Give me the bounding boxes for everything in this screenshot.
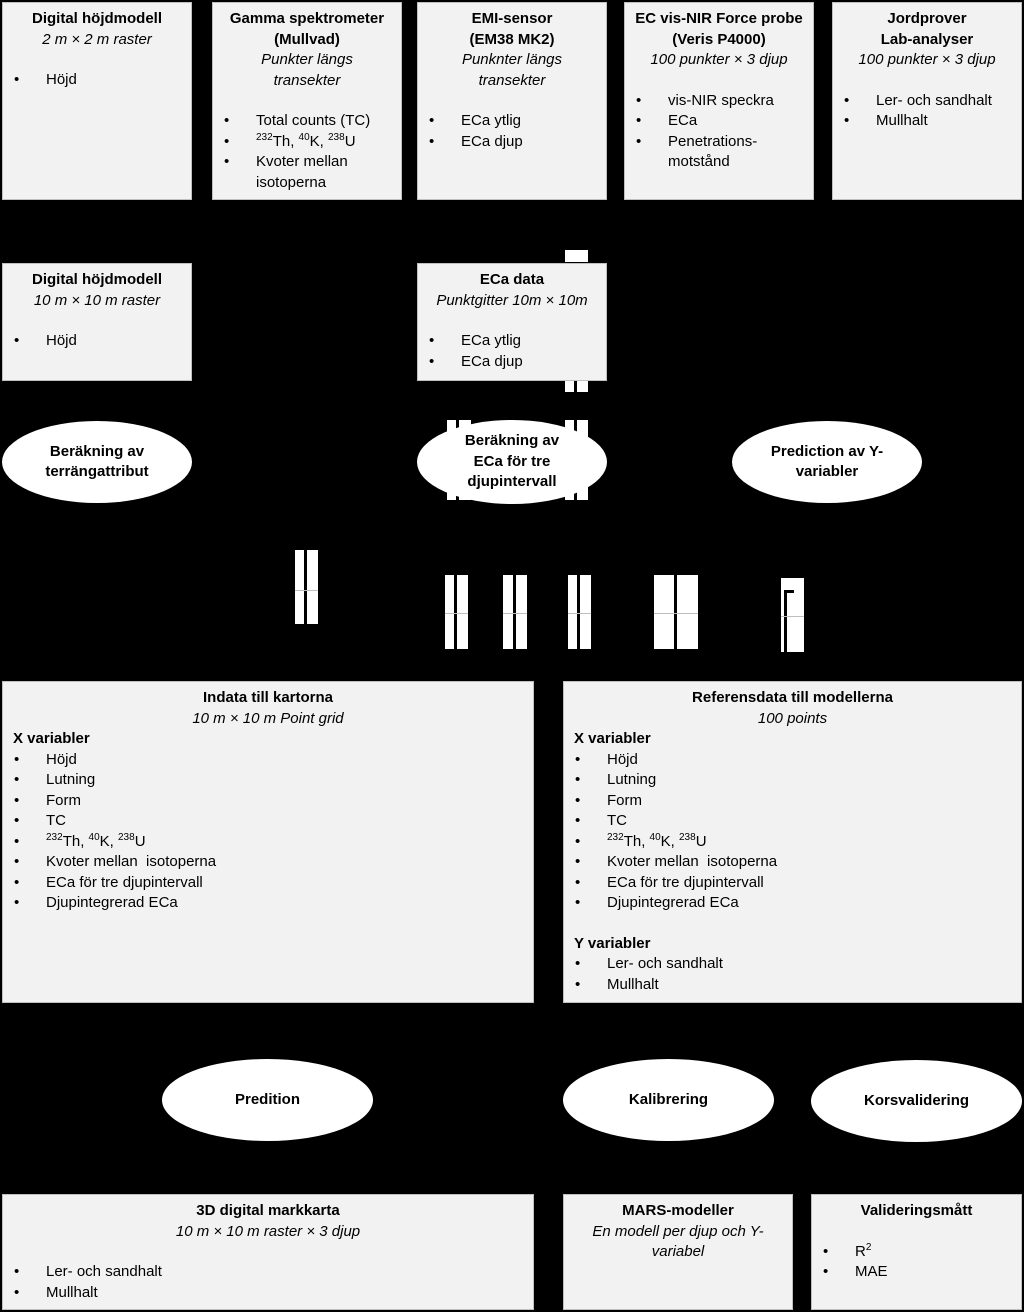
list-item: Höjd [13, 70, 181, 91]
list-item: Kvoter mellan isotoperna [574, 852, 1011, 873]
box-subtitle: transekter [478, 71, 546, 89]
list-item: TC [13, 811, 523, 832]
connector-stub [565, 380, 588, 392]
list-item-r2: R2 [822, 1242, 1011, 1263]
list-item: TC [574, 811, 1011, 832]
connector-stub [445, 575, 468, 649]
box-mars-modeller: MARS-modeller En modell per djup och Y- … [563, 1194, 793, 1310]
list-item: Lutning [13, 770, 523, 791]
box-indata: Indata till kartorna 10 m × 10 m Point g… [2, 681, 534, 1003]
box-title: Digital höjdmodell [32, 10, 162, 27]
box-title: Gamma spektrometer [229, 10, 385, 27]
oval-predition: Predition [162, 1059, 373, 1141]
box-emi-sensor: EMI-sensor (EM38 MK2) Punknter längs tra… [417, 2, 607, 200]
box-dem-10m: Digital höjdmodell 10 m × 10 m raster Hö… [2, 263, 192, 381]
list-item: Kvoter mellan isotoperna [13, 852, 523, 873]
list-item: Penetrations-motstånd [635, 132, 803, 173]
list-item: Djupintegrerad ECa [574, 893, 1011, 914]
list-item: ECa [635, 111, 803, 132]
list-item: Lutning [574, 770, 1011, 791]
list-item: ECa djup [428, 132, 596, 153]
connector-stub [654, 575, 698, 649]
box-markkarta: 3D digital markkarta 10 m × 10 m raster … [2, 1194, 534, 1310]
list-item: Form [574, 791, 1011, 812]
box-subtitle: 100 punkter × 3 djup [858, 51, 996, 68]
box-subtitle: 2 m × 2 m raster [42, 30, 152, 48]
box-subtitle: 100 points [757, 709, 828, 727]
box-subtitle: 10 m × 10 m raster [33, 291, 161, 309]
list-item: Mullhalt [574, 975, 1011, 996]
list-item: MAE [822, 1262, 1011, 1283]
list-item: ECa djup [428, 352, 596, 373]
box-title: EC vis-NIR Force probe [635, 10, 803, 27]
list-item: Djupintegrerad ECa [13, 893, 523, 914]
list-item: ECa för tre djupintervall [574, 873, 1011, 894]
box-title: (EM38 MK2) [469, 30, 555, 48]
box-gamma-spektrometer: Gamma spektrometer (Mullvad) Punkter län… [212, 2, 402, 200]
list-item: Ler- och sandhalt [13, 1262, 523, 1283]
box-valideringsmatt: Valideringsmått R2 MAE [811, 1194, 1022, 1310]
list-item: ECa för tre djupintervall [13, 873, 523, 894]
list-item: vis-NIR speckra [635, 91, 803, 112]
list-item: Ler- och sandhalt [843, 91, 1011, 112]
box-title: Indata till kartorna [202, 689, 334, 706]
connector-stub [565, 250, 588, 262]
box-title: 3D digital markkarta [196, 1202, 340, 1219]
box-title: Lab-analyser [880, 30, 974, 48]
list-item: Höjd [13, 331, 181, 352]
box-title: MARS-modeller [622, 1202, 734, 1219]
connector-stub [503, 575, 527, 649]
oval-kalibrering: Kalibrering [563, 1059, 774, 1141]
box-subtitle: 10 m × 10 m Point grid [192, 709, 344, 727]
connector-stub [781, 578, 804, 652]
connector-stub [568, 575, 591, 649]
list-item-isotopes: 232Th, 40K, 238U [13, 832, 523, 853]
box-subtitle: Punknter längs [461, 51, 563, 68]
box-referensdata: Referensdata till modellerna 100 points … [563, 681, 1022, 1003]
x-variables-heading: X variabler [574, 730, 651, 747]
list-item: Mullhalt [13, 1283, 523, 1304]
list-item: ECa ytlig [428, 331, 596, 352]
box-subtitle: 10 m × 10 m raster × 3 djup [175, 1222, 361, 1240]
box-subtitle: Punktgitter 10m × 10m [436, 291, 588, 309]
list-item: ECa ytlig [428, 111, 596, 132]
box-ec-force-probe: EC vis-NIR Force probe (Veris P4000) 100… [624, 2, 814, 200]
box-subtitle: 100 punkter × 3 djup [650, 51, 788, 68]
oval-prediction-y: Prediction av Y-variabler [732, 421, 922, 503]
connector-stub [295, 550, 318, 624]
y-variables-heading: Y variabler [574, 934, 651, 952]
box-title: (Mullvad) [274, 30, 340, 48]
list-item: Höjd [13, 750, 523, 771]
box-subtitle: variabel [651, 1243, 705, 1260]
x-variables-heading: X variabler [13, 730, 90, 747]
list-item-isotopes: 232Th, 40K, 238U [223, 132, 391, 153]
box-jordprover: Jordprover Lab-analyser 100 punkter × 3 … [832, 2, 1022, 200]
box-dem-2m: Digital höjdmodell 2 m × 2 m raster Höjd [2, 2, 192, 200]
list-item: Total counts (TC) [223, 111, 391, 132]
list-item: Ler- och sandhalt [574, 954, 1011, 975]
list-item: Höjd [574, 750, 1011, 771]
box-eca-data: ECa data Punktgitter 10m × 10m ECa ytlig… [417, 263, 607, 381]
box-title: ECa data [479, 271, 545, 288]
box-subtitle: En modell per djup och Y- [592, 1222, 764, 1240]
box-subtitle: transekter [273, 71, 341, 89]
oval-korsvalidering: Korsvalidering [811, 1060, 1022, 1142]
list-item: Form [13, 791, 523, 812]
box-subtitle: Punkter längs [261, 51, 353, 68]
list-item-isotopes: 232Th, 40K, 238U [574, 832, 1011, 853]
box-title: Jordprover [887, 10, 967, 27]
list-item: Mullhalt [843, 111, 1011, 132]
box-title: Valideringsmått [860, 1202, 973, 1219]
box-title: Referensdata till modellerna [692, 689, 893, 706]
box-title: Digital höjdmodell [32, 271, 162, 288]
box-title: (Veris P4000) [672, 30, 766, 48]
box-title: EMI-sensor [471, 10, 553, 27]
